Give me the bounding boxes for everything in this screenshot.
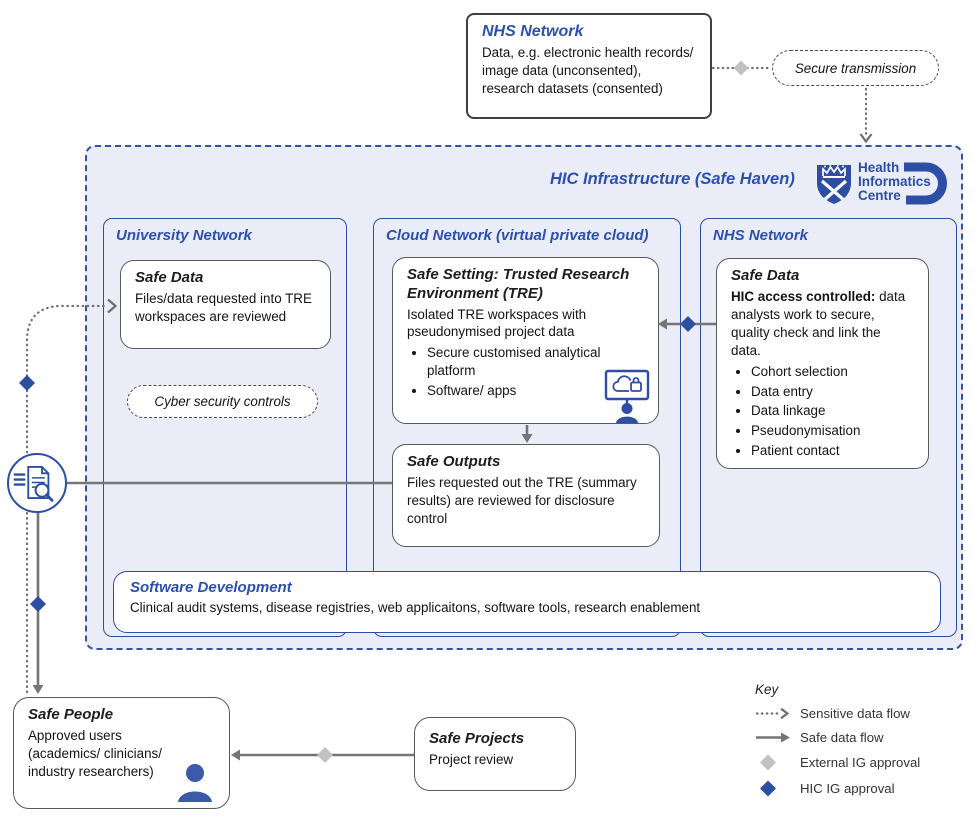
legend-label: Safe data flow [800,730,884,745]
flow-nhs-to-secure-transmission [711,60,771,76]
nhs-safe-data-bullet: Data linkage [751,402,914,420]
safe-outputs-box: Safe Outputs Files requested out the TRE… [392,444,660,547]
tre-body: Isolated TRE workspaces with pseudonymis… [407,306,587,340]
gray-diamond-icon [760,754,776,771]
hic-infrastructure-title: HIC Infrastructure (Safe Haven) [550,170,795,188]
document-review-icon [7,453,67,513]
flow-secure-transmission-to-hic [859,87,873,144]
person-icon [177,762,213,802]
nhs-top-box: NHS Network Data, e.g. electronic health… [466,13,712,119]
safe-people-box: Safe People Approved users (academics/ c… [13,697,230,809]
nhs-safe-data-title: Safe Data [731,267,800,284]
safe-outputs-title: Safe Outputs [407,453,501,470]
tre-bullet-list: Secure customised analytical platform So… [407,344,617,400]
nhs-top-body: Data, e.g. electronic health records/ im… [482,45,694,96]
hic-logo: Health Informatics Centre [814,156,954,208]
university-network-title: University Network [116,227,252,244]
hic-ig-diamond [30,596,46,612]
legend-item-sensitive: Sensitive data flow [755,706,965,721]
flow-projects-to-people [231,747,414,763]
monitor-cloud-lock-icon [604,369,650,423]
safe-people-body: Approved users (academics/ clinicians/ i… [28,727,162,779]
legend-item-hic-ig: HIC IG approval [755,780,965,797]
university-safe-data-body: Files/data requested into TRE workspaces… [135,290,312,324]
nhs-safe-data-bullet: Patient contact [751,442,914,460]
software-development-box: Software Development Clinical audit syst… [113,571,941,633]
logo-text-3: Centre [858,188,901,203]
cloud-network-title: Cloud Network (virtual private cloud) [386,227,649,244]
university-safe-data-box: Safe Data Files/data requested into TRE … [120,260,331,349]
nhs-top-title: NHS Network [482,23,584,40]
blue-diamond-icon [760,780,776,797]
legend-label: Sensitive data flow [800,706,910,721]
software-development-body: Clinical audit systems, disease registri… [130,600,701,615]
external-ig-diamond [733,60,749,76]
dotted-arrow-icon [755,707,790,720]
external-ig-diamond [317,747,333,763]
flow-review-to-people [30,512,46,694]
tre-bullet: Software/ apps [427,382,617,400]
cyber-security-label: Cyber security controls [154,394,291,409]
nhs-safe-data-lead: HIC access controlled: data analysts wor… [731,288,914,360]
legend-label: HIC IG approval [800,781,895,796]
nhs-network-column-title: NHS Network [713,227,809,244]
safe-projects-body: Project review [429,751,514,767]
legend: Key Sensitive data flow Safe data flow E… [755,682,965,806]
safe-projects-box: Safe Projects Project review [414,717,576,791]
nhs-safe-data-bullet: Cohort selection [751,363,914,381]
safe-people-title: Safe People [28,706,114,723]
legend-title: Key [755,682,779,697]
tre-box: Safe Setting: Trusted Research Environme… [392,257,659,424]
software-development-title: Software Development [130,579,292,596]
secure-transmission-label: Secure transmission [794,60,917,76]
hic-ig-diamond [19,375,35,391]
nhs-safe-data-box: Safe Data HIC access controlled: data an… [716,258,929,469]
logo-text-2: Informatics [858,174,931,189]
safe-outputs-body: Files requested out the TRE (summary res… [407,474,637,526]
logo-bracket [904,162,947,205]
nhs-safe-data-bullet: Pseudonymisation [751,422,914,440]
cyber-security-pill: Cyber security controls [127,385,318,418]
nhs-safe-data-bullet-list: Cohort selection Data entry Data linkage… [731,363,914,461]
university-safe-data-title: Safe Data [135,269,204,286]
legend-item-safe: Safe data flow [755,730,965,745]
tre-bullet: Secure customised analytical platform [427,344,617,380]
secure-transmission-pill: Secure transmission [772,50,939,86]
nhs-safe-data-lead-rest: data analysts work to secure, quality ch… [731,288,906,358]
solid-arrow-icon [756,732,790,743]
cloud-network-column: Cloud Network (virtual private cloud) [373,218,681,637]
shield-icon [817,165,851,204]
logo-text-1: Health [858,160,899,175]
nhs-safe-data-lead-bold: HIC access controlled: [731,288,876,304]
safe-projects-title: Safe Projects [429,730,525,747]
tre-title: Safe Setting: Trusted Research Environme… [407,266,630,302]
legend-item-external-ig: External IG approval [755,754,965,771]
legend-label: External IG approval [800,755,921,770]
nhs-safe-data-bullet: Data entry [751,383,914,401]
nhs-network-column: NHS Network [700,218,957,637]
